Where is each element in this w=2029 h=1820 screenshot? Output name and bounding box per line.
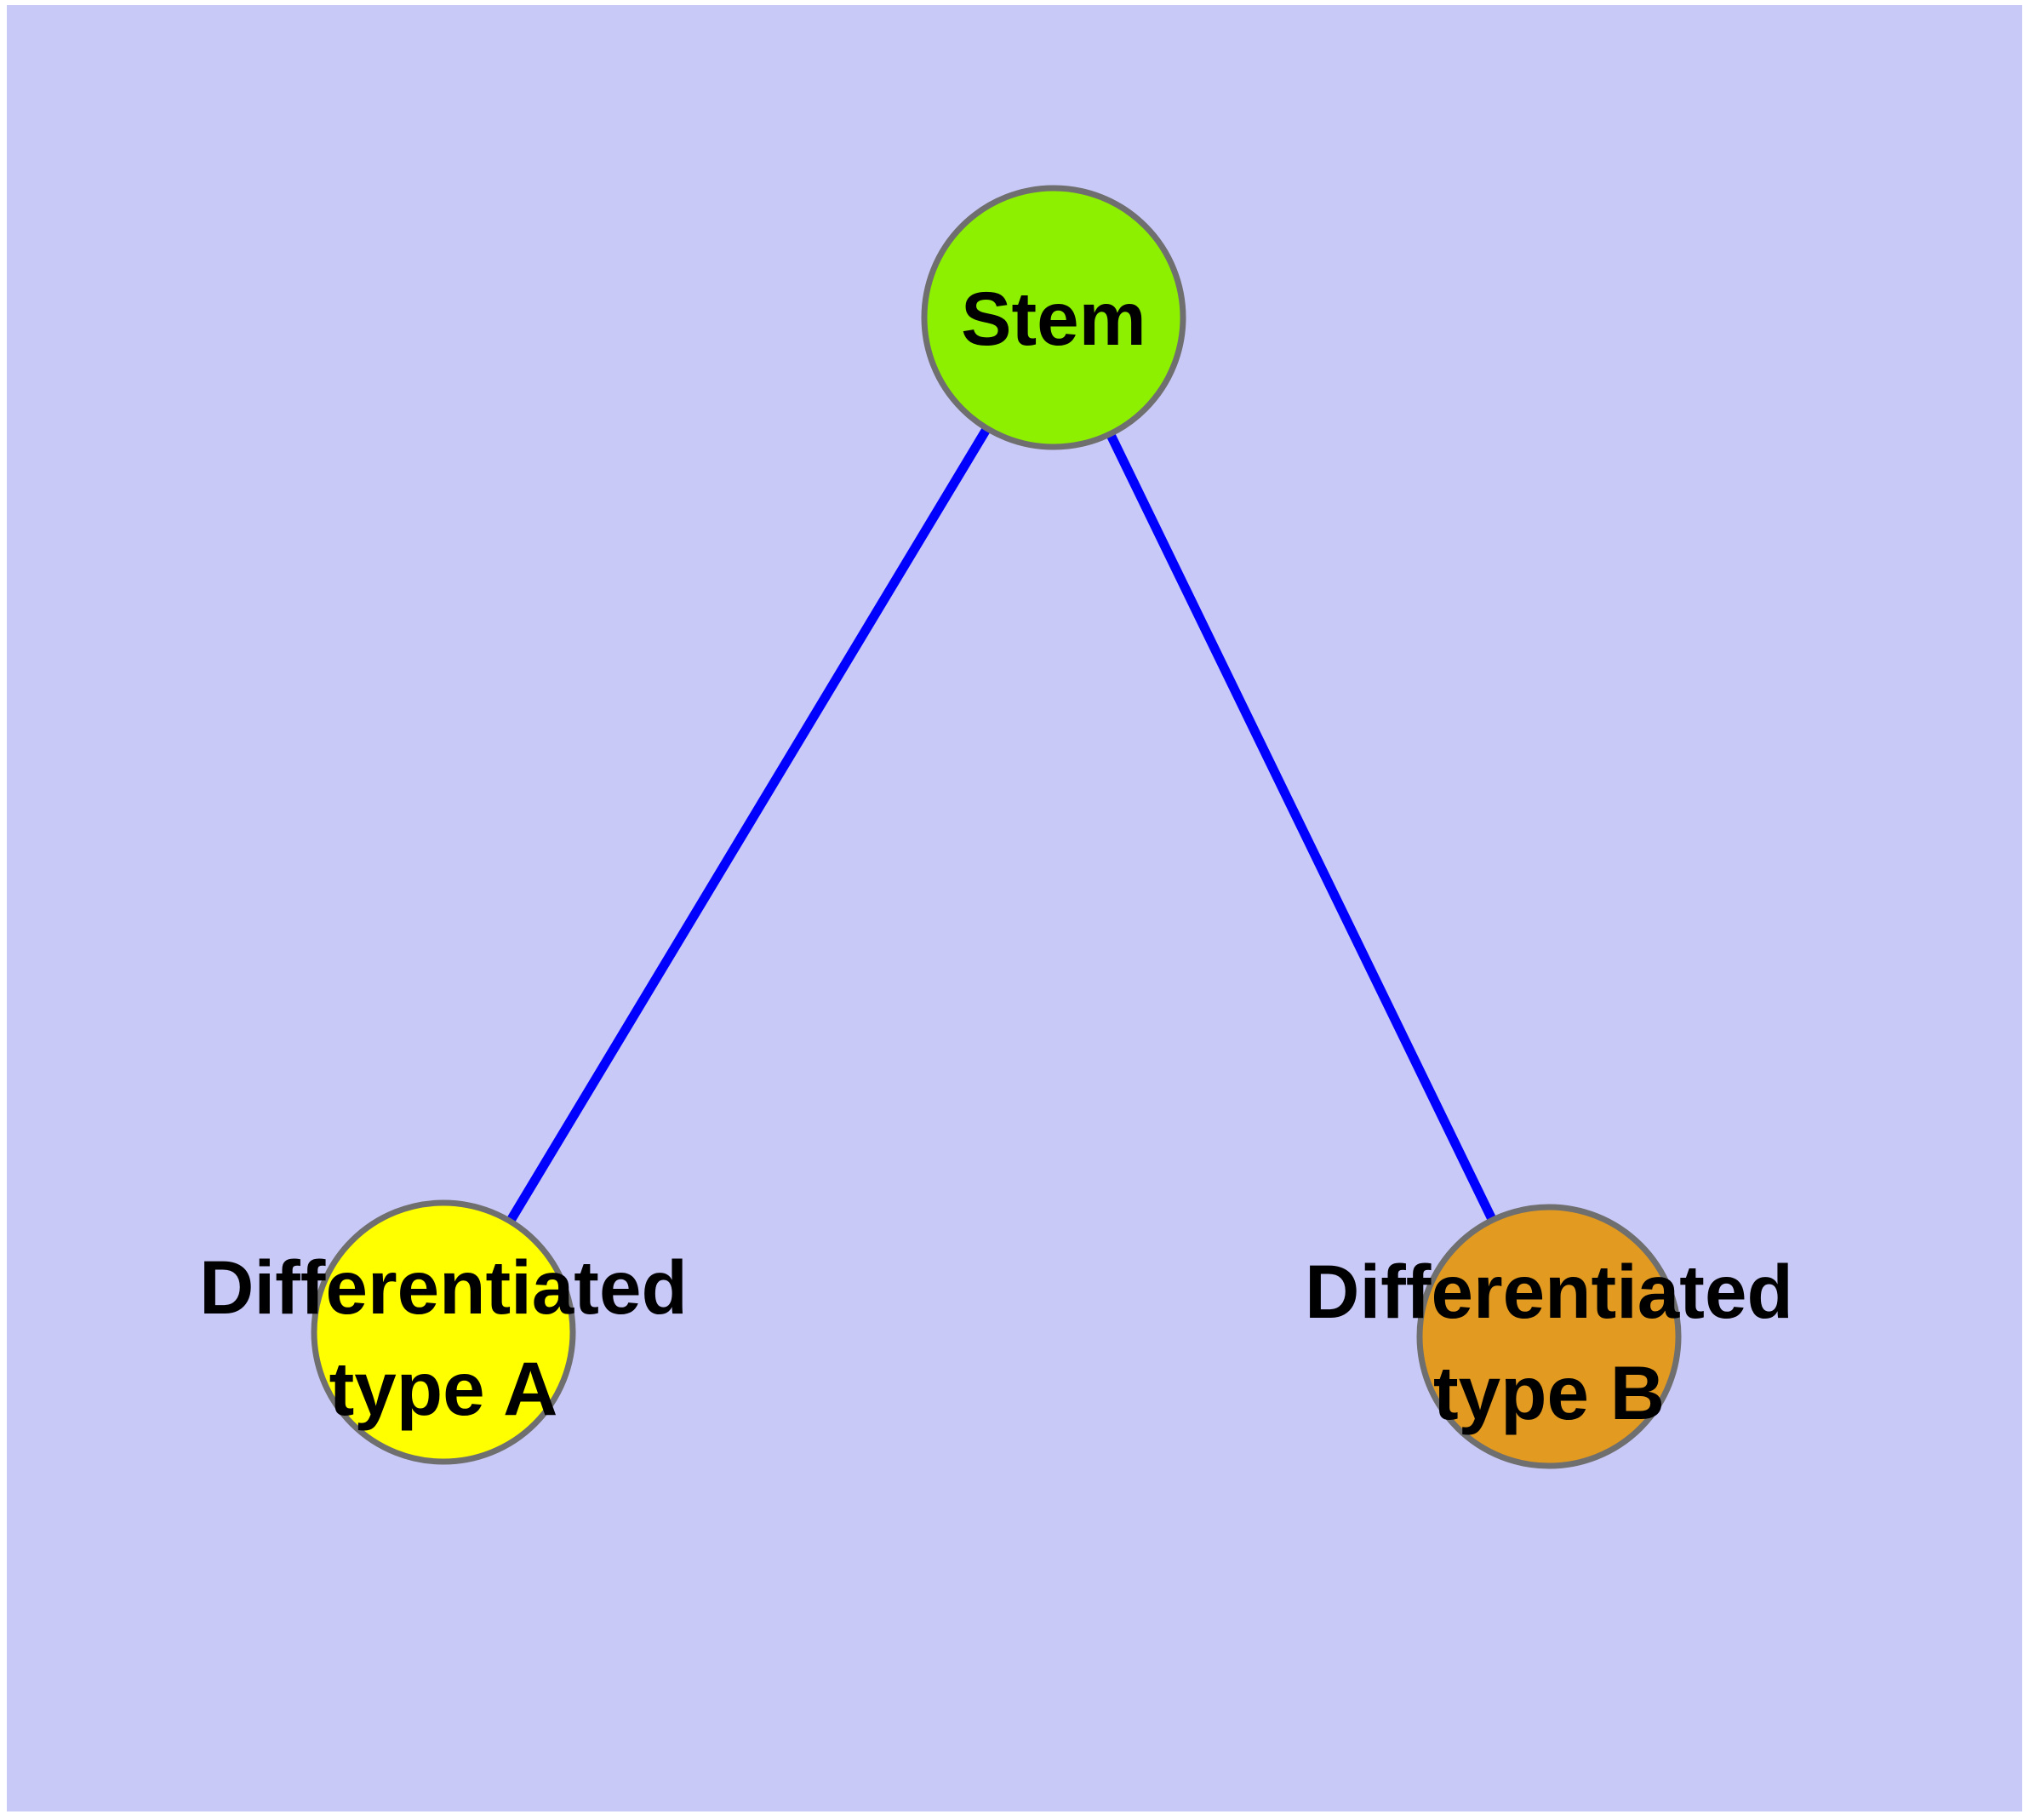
node-differentiated-type-b: [1416, 1204, 1682, 1469]
edge-stem-to-differentiated-type-b: [1049, 315, 1553, 1339]
node-label-differentiated-type-b: Differentiated type B: [1305, 1249, 1793, 1435]
node-label-differentiated-type-a: Differentiated type A: [199, 1245, 688, 1431]
node-stem: [921, 185, 1186, 450]
node-label-stem: Stem: [961, 276, 1146, 361]
node-label-line: type A: [329, 1346, 558, 1431]
node-label-line: Differentiated: [199, 1245, 688, 1330]
node-label-line: Differentiated: [1305, 1249, 1793, 1334]
edge-stem-to-differentiated-type-a: [439, 315, 1058, 1335]
node-label-line: type B: [1433, 1350, 1665, 1435]
node-differentiated-type-a: [311, 1199, 576, 1465]
node-label-line: Stem: [961, 276, 1146, 361]
